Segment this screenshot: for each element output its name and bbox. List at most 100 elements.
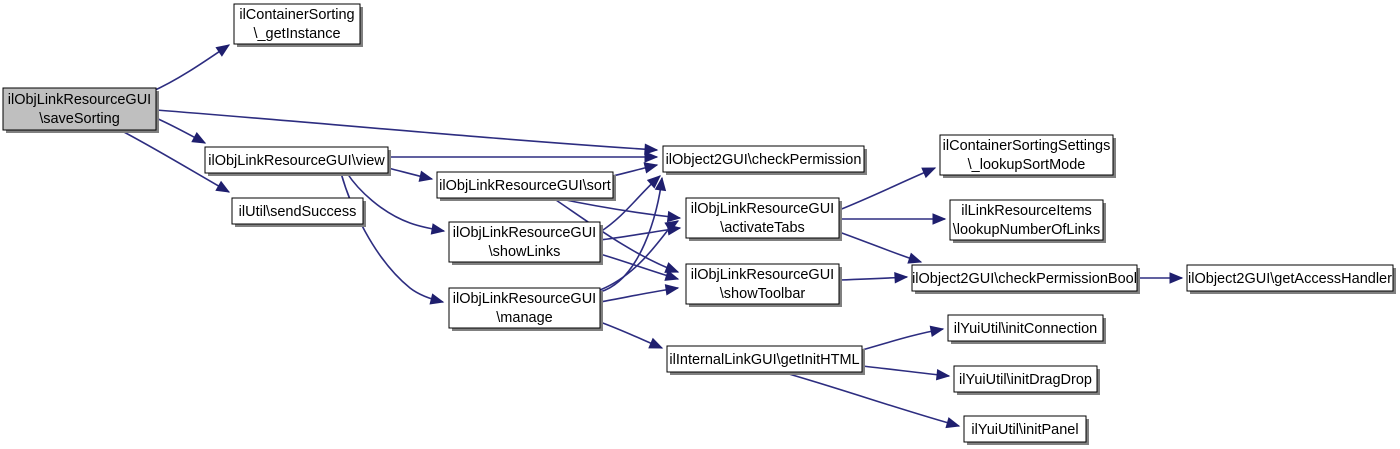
edge-view-to-manage [340,172,445,305]
node-label: ilObject2GUI\checkPermission [666,152,862,168]
node-checkPermissionBool[interactable]: ilObject2GUI\checkPermissionBool [911,264,1140,294]
node-lookupSortMode[interactable]: ilContainerSortingSettings\_lookupSortMo… [939,134,1116,178]
node-sort[interactable]: ilObjLinkResourceGUI\sort [436,171,616,201]
node-initConnection[interactable]: ilYuiUtil\initConnection [947,314,1106,344]
node-getAccessHandler[interactable]: ilObject2GUI\getAccessHandler [1186,264,1396,294]
node-label-line2: \manage [496,310,552,326]
node-box[interactable] [666,345,863,373]
node-box[interactable] [436,171,614,199]
node-box[interactable] [233,3,361,45]
arrowhead-icon [654,176,667,192]
arrowhead-icon [929,325,945,337]
arrowhead-icon [894,271,909,284]
arrowhead-icon [215,180,231,193]
node-box[interactable] [685,197,840,239]
arrowhead-icon [215,44,231,57]
node-box[interactable] [911,264,1138,292]
node-checkPermission[interactable]: ilObject2GUI\checkPermission [662,145,867,175]
node-showLinks[interactable]: ilObjLinkResourceGUI\showLinks [448,221,603,265]
node-sendSuccess[interactable]: ilUtil\sendSuccess [231,197,366,227]
node-label-line2: \_lookupSortMode [968,157,1086,173]
edge-view-to-checkPermission [388,151,659,163]
node-box[interactable] [947,314,1104,342]
arrowhead-icon [935,368,951,381]
arrowhead-icon [664,220,680,233]
arrowhead-icon [191,132,207,144]
node-box[interactable] [685,263,840,305]
node-label-line1: ilObjLinkResourceGUI [8,92,151,108]
edge-manage-to-activateTabs [599,220,680,291]
node-activateTabs[interactable]: ilObjLinkResourceGUI\activateTabs [685,197,842,241]
edge-view-to-sort [387,167,434,182]
edge-getInitHTML-to-initConnection [861,325,945,351]
node-label: ilYuiUtil\initConnection [954,321,1097,337]
node-saveSorting[interactable]: ilObjLinkResourceGUI \saveSorting [2,87,159,133]
edge-activateTabs-to-lookupSortMode [838,167,937,211]
node-label-line1: ilObjLinkResourceGUI [691,201,834,217]
edge-getInitHTML-to-initDragDrop [861,365,951,381]
edge-activateTabs-to-checkPermissionBool [838,231,923,264]
node-box[interactable] [949,199,1104,241]
node-showToolbar[interactable]: ilObjLinkResourceGUI\showToolbar [685,263,842,307]
node-box[interactable] [2,87,157,131]
node-box[interactable] [1186,264,1394,292]
node-label: ilUtil\sendSuccess [239,204,357,220]
node-initDragDrop[interactable]: ilYuiUtil\initDragDrop [953,365,1100,395]
node-label-line1: ilObjLinkResourceGUI [453,291,596,307]
arrowhead-icon [644,143,659,155]
node-box[interactable] [448,221,601,263]
node-manage[interactable]: ilObjLinkResourceGUI \manage [448,287,603,331]
arrowhead-icon [429,293,445,305]
arrowhead-icon [418,170,434,182]
edge-manage-to-showToolbar [599,284,680,303]
edge-saveSorting-to-checkPermission [155,109,659,155]
edge-saveSorting-to-sendSuccess [121,130,231,193]
node-label-line1: ilContainerSorting [239,7,354,23]
arrowhead-icon [907,252,923,264]
node-label: ilYuiUtil\initDragDrop [959,372,1092,388]
node-label: ilObject2GUI\checkPermissionBool [912,271,1137,287]
node-label-line2: \showLinks [489,244,561,260]
node-box[interactable] [939,134,1114,176]
node-getInitHTML[interactable]: ilInternalLinkGUI\getInitHTML [666,345,865,375]
node-label-line2: \lookupNumberOfLinks [953,222,1101,238]
arrowhead-icon [664,262,680,273]
node-box[interactable] [448,287,601,329]
arrowhead-icon [430,223,446,235]
node-label: ilYuiUtil\initPanel [971,422,1078,438]
edge-checkPermissionBool-to-getAccessHandler [1137,272,1184,284]
node-label-line2: \saveSorting [39,111,120,127]
arrowhead-icon [932,213,947,225]
node-box[interactable] [953,365,1098,393]
node-label: ilObjLinkResourceGUI\view [208,153,385,169]
edge-showLinks-to-showToolbar [599,253,680,281]
node-view[interactable]: ilObjLinkResourceGUI\view [204,146,391,176]
arrowhead-icon [664,284,680,296]
node-lookupNumberOfLinks[interactable]: ilLinkResourceItems \lookupNumberOfLinks [949,199,1106,243]
arrowhead-icon [646,175,661,189]
arrowhead-icon [648,337,664,349]
arrowhead-icon [1169,272,1184,284]
arrowhead-icon [945,417,961,429]
node-box[interactable] [662,145,865,173]
edge-showToolbar-to-checkPermissionBool [838,271,909,284]
node-label: ilObject2GUI\getAccessHandler [1188,271,1392,287]
node-label: ilObjLinkResourceGUI\sort [439,178,611,194]
edge-manage-to-getInitHTML [599,321,664,349]
edge-sort-to-checkPermission [612,162,659,177]
node-box[interactable] [204,146,389,174]
edge-saveSorting-to-view [155,117,207,144]
node-getInstance[interactable]: ilContainerSorting\_getInstance [233,3,363,47]
node-label-line1: ilLinkResourceItems [961,203,1092,219]
node-label-line2: \showToolbar [720,286,806,302]
edge-getInitHTML-to-initPanel [781,371,961,429]
node-initPanel[interactable]: ilYuiUtil\initPanel [963,415,1089,445]
edge-manage-to-checkPermission [599,176,667,293]
node-box[interactable] [963,415,1087,443]
node-box[interactable] [231,197,364,225]
arrowhead-icon [921,167,937,179]
edge-activateTabs-to-lookupNumberOfLinks [839,213,947,225]
edge-showLinks-to-checkPermission [599,175,661,233]
